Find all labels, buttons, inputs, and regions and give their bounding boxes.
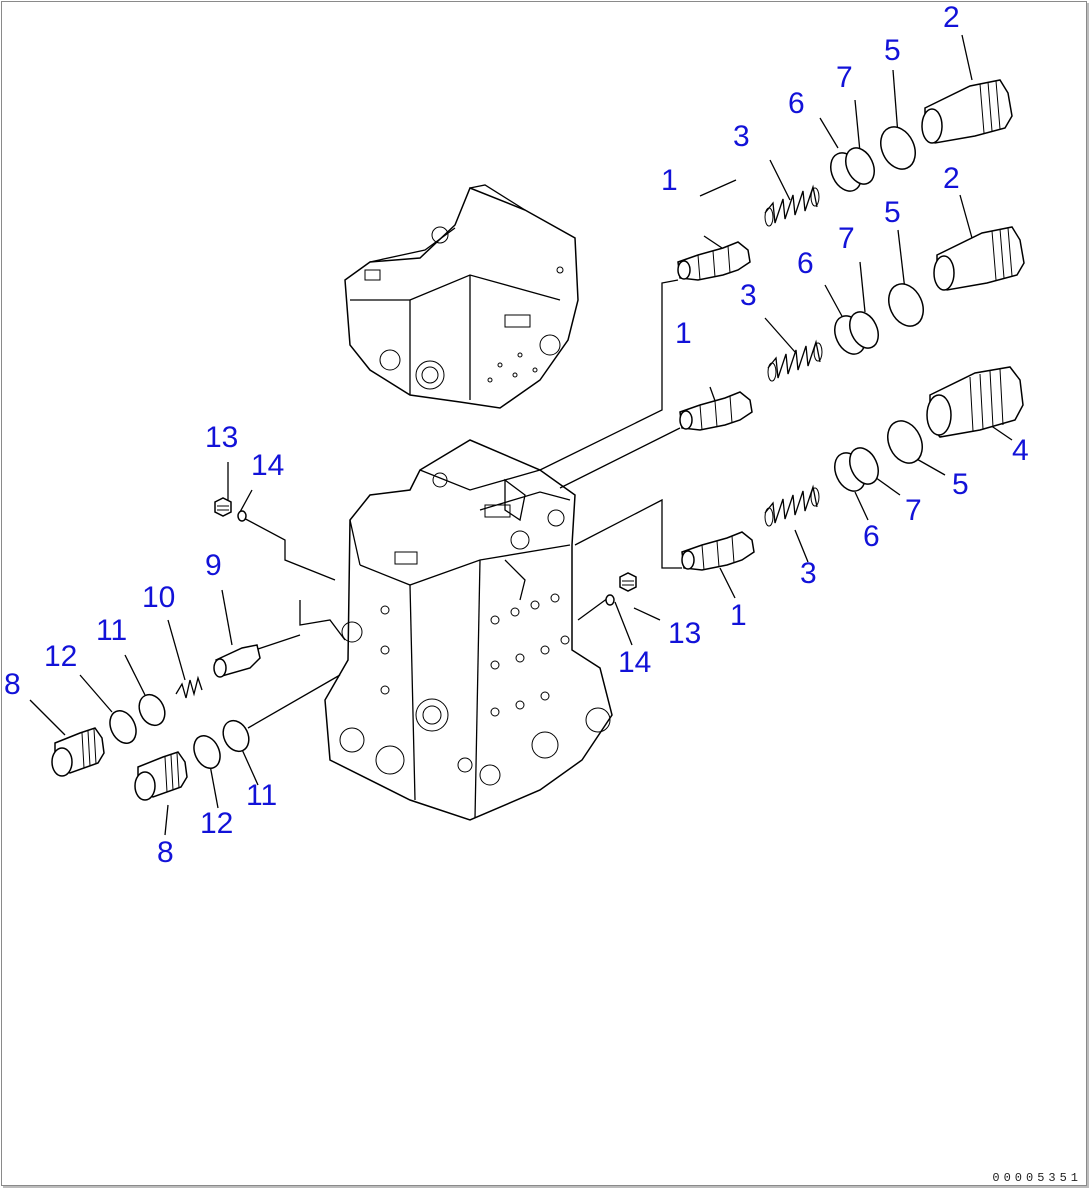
cap-parts (921, 79, 1025, 438)
callout-8: 8 (4, 668, 21, 701)
callout-12: 12 (44, 640, 77, 673)
callout-7: 7 (905, 494, 922, 527)
callout-10: 10 (142, 581, 175, 614)
callout-5: 5 (884, 34, 901, 67)
callout-14: 14 (618, 646, 651, 679)
callout-1: 1 (661, 164, 678, 197)
callout-11: 11 (96, 614, 127, 647)
callout-3: 3 (733, 120, 750, 153)
spool-parts (677, 241, 755, 571)
callout-7: 7 (838, 222, 855, 255)
callout-3: 3 (800, 557, 817, 590)
callout-9: 9 (205, 549, 222, 582)
valve-body (324, 439, 613, 821)
callout-5: 5 (952, 468, 969, 501)
callout-14: 14 (251, 449, 284, 482)
callout-1: 1 (675, 317, 692, 350)
callout-13: 13 (205, 421, 238, 454)
callout-6: 6 (797, 247, 814, 280)
valve-reference-view (344, 184, 579, 409)
left-parts (51, 497, 637, 801)
callout-11: 11 (246, 779, 277, 812)
callout-4: 4 (1012, 434, 1029, 467)
ring-parts (830, 126, 924, 492)
callout-1: 1 (730, 599, 747, 632)
callout-12: 12 (200, 807, 233, 840)
callout-5: 5 (884, 196, 901, 229)
diagram-code: 00005351 (992, 1171, 1082, 1185)
callout-6: 6 (788, 87, 805, 120)
callout-2: 2 (943, 162, 960, 195)
callout-6: 6 (863, 520, 880, 553)
callout-7: 7 (836, 61, 853, 94)
spring-parts (764, 184, 823, 527)
callout-2: 2 (943, 1, 960, 34)
callout-3: 3 (740, 279, 757, 312)
callout-labels: 1 1 1 2 2 3 3 3 4 5 5 5 6 6 6 7 7 7 8 8 … (4, 1, 1029, 869)
callout-8: 8 (157, 836, 174, 869)
callout-13: 13 (668, 617, 701, 650)
leader-lines (29, 34, 1013, 836)
